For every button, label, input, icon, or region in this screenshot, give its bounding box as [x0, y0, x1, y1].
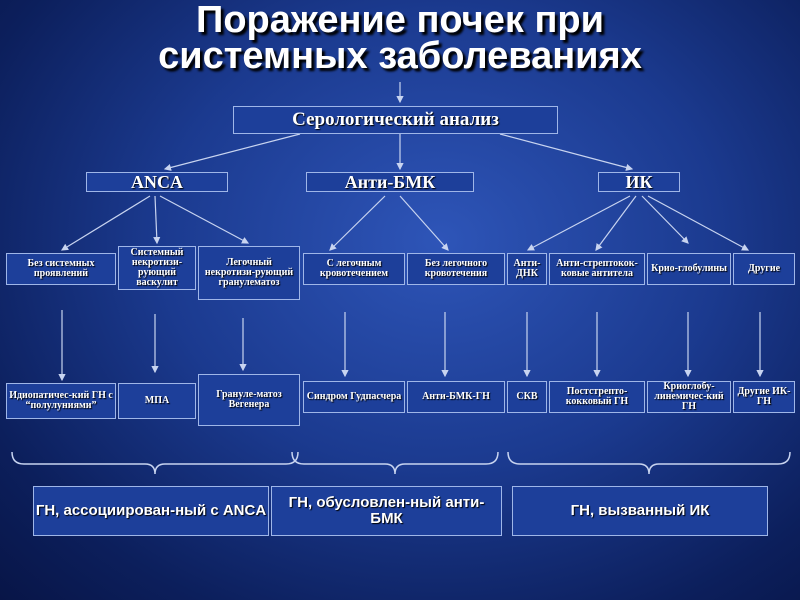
arrow-ic-to-feature-3 [641, 195, 689, 244]
arrow-anca-to-feature-1 [60, 195, 151, 251]
root-box-serology: Серологический анализ [233, 106, 558, 134]
brace-anti-gbm [291, 451, 499, 475]
feature-cryoglobulins: Крио-глобулины [647, 253, 731, 285]
disease-poststreptococcal-gn: Постстрепто-кокковый ГН [549, 381, 645, 413]
feature-no-pulmonary-hemorrhage: Без легочного кровотечения [407, 253, 505, 285]
arrow-gbm-to-feature-1 [329, 195, 386, 251]
disease-cryoglobulinemic-gn: Криоглобу-линемичес-кий ГН [647, 381, 731, 413]
disease-anti-gbm-gn: Анти-БМК-ГН [407, 381, 505, 413]
disease-mpa: МПА [118, 383, 196, 419]
feature-anti-streptococcal: Анти-стрептокок-ковые антитела [549, 253, 645, 285]
arrow-anca-to-feature-2 [153, 195, 161, 245]
group-box-anti-gbm: Анти-БМК [306, 172, 474, 192]
arrow-gbm-to-feature-2 [399, 195, 449, 251]
group-box-anca: ANCA [86, 172, 228, 192]
arrow-ic-to-feature-4 [647, 195, 750, 251]
arrow-ic-to-feature-2 [595, 195, 637, 251]
group-box-immune-complex: ИК [598, 172, 680, 192]
page-title: Поражение почек при системных заболевани… [0, 0, 800, 77]
feature-other: Другие [733, 253, 795, 285]
feature-pulmonary-hemorrhage: С легочным кровотечением [303, 253, 405, 285]
feature-no-systemic: Без системных проявлений [6, 253, 116, 285]
outcome-ic-gn: ГН, вызванный ИК [512, 486, 768, 536]
brace-ic [507, 451, 791, 475]
arrow-root-to-ic [499, 133, 634, 171]
feature-systemic-vasculitis: Системный некротизи-рующий васкулит [118, 246, 196, 290]
disease-wegener-granulomatosis: Грануле-матоз Вегенера [198, 374, 300, 426]
disease-idiopathic-crescentic-gn: Идиопатичес-кий ГН с “полулуниями” [6, 383, 116, 419]
feature-pulmonary-granulomatosis: Легочный некротизи-рующий грануле­матоз [198, 246, 300, 300]
arrow-anca-to-feature-3 [159, 195, 250, 244]
disease-sle: СКВ [507, 381, 547, 413]
title-line-2: системных заболеваниях [158, 35, 642, 77]
title-line-1: Поражение почек при [196, 0, 604, 41]
disease-other-ic-gn: Другие ИК-ГН [733, 381, 795, 413]
arrow-root-to-anca [163, 133, 301, 171]
outcome-anca-gn: ГН, ассоциирован-ный с ANCA [33, 486, 269, 536]
outcome-anti-gbm-gn: ГН, обусловлен-ный анти-БМК [271, 486, 502, 536]
arrow-ic-to-feature-1 [526, 195, 631, 251]
feature-anti-dna: Анти-ДНК [507, 253, 547, 285]
brace-anca [11, 451, 299, 475]
disease-goodpasture-syndrome: Синдром Гудпасчера [303, 381, 405, 413]
